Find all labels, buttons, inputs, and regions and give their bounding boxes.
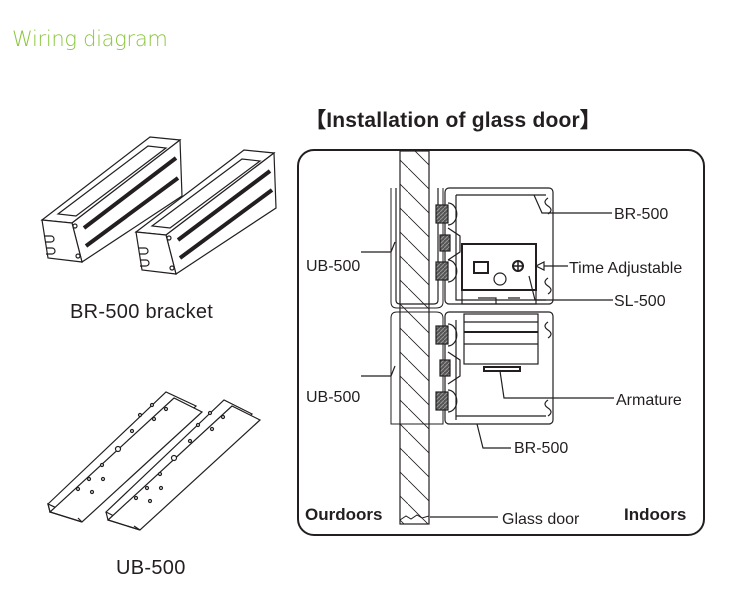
br-500-bracket-illustration-1 — [40, 136, 183, 263]
installation-title: 【Installation of glass door】 — [305, 109, 602, 132]
armature-plate-shape — [483, 366, 521, 372]
time-adjust-gear-icon — [512, 260, 524, 272]
label-time-adjustable: Time Adjustable — [569, 260, 682, 277]
br-500-bottom-shape — [435, 311, 554, 425]
ub-500-illustration-2 — [104, 399, 262, 531]
label-armature: Armature — [616, 392, 682, 409]
label-br-500-top: BR-500 — [614, 206, 668, 223]
label-outdoors: Ourdoors — [305, 505, 382, 524]
sl-500-lock-shape — [461, 243, 537, 305]
leader-lines — [361, 194, 614, 518]
ub-500-illustration-1 — [46, 391, 204, 523]
label-indoors: Indoors — [624, 505, 686, 524]
label-ub-500-bottom: UB-500 — [306, 389, 360, 406]
ub-500-top-shape — [395, 188, 439, 305]
page-title: Wiring diagram — [12, 27, 168, 51]
label-br-500-bottom: BR-500 — [514, 440, 568, 457]
ub-500-caption: UB-500 — [116, 557, 186, 579]
label-glass-door: Glass door — [502, 511, 580, 528]
br-500-bracket-illustration-2 — [134, 149, 277, 275]
label-sl-500: SL-500 — [614, 293, 666, 310]
label-ub-500-top: UB-500 — [306, 258, 360, 275]
diagram-frame — [297, 149, 705, 536]
glass-door-shape — [399, 150, 430, 525]
ub-500-bottom-shape — [390, 311, 444, 425]
br-500-bracket-caption: BR-500 bracket — [70, 301, 214, 323]
